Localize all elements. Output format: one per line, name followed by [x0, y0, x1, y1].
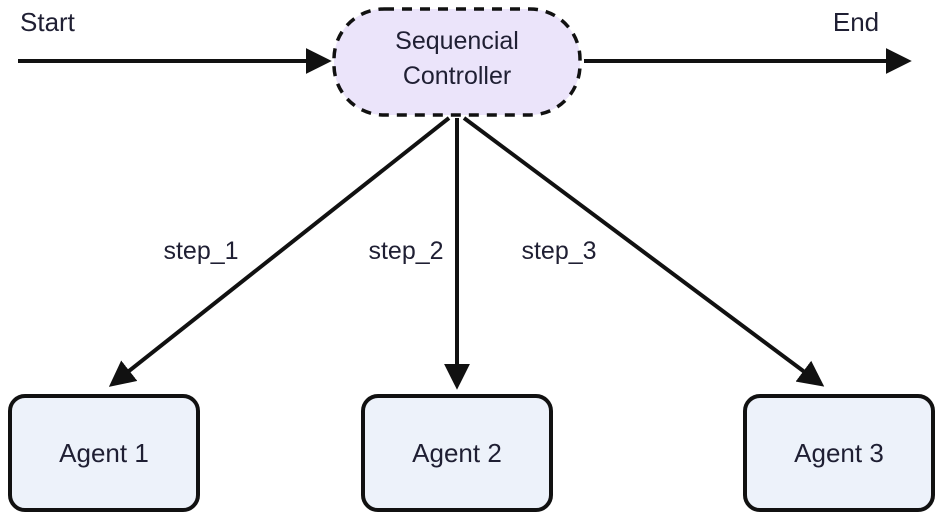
agent-1-label: Agent 1 [59, 438, 149, 468]
edge-label-step-3: step_3 [521, 237, 596, 265]
agent-2-label: Agent 2 [412, 438, 502, 468]
agent-3-label: Agent 3 [794, 438, 884, 468]
agent-1-node [8, 394, 200, 512]
controller-label-line1: Sequencial [395, 27, 519, 55]
controller-node [332, 7, 582, 117]
edge-label-step-1: step_1 [163, 237, 238, 265]
edge-controller-to-agent-1 [108, 116, 451, 387]
start-label: Start [20, 7, 76, 37]
end-label: End [833, 7, 879, 37]
agent-3-node [743, 394, 935, 512]
controller-label-line2: Controller [403, 62, 511, 90]
edge-controller-to-agent-3 [462, 116, 825, 387]
edge-label-step-2: step_2 [368, 237, 443, 265]
agent-2-node [361, 394, 553, 512]
